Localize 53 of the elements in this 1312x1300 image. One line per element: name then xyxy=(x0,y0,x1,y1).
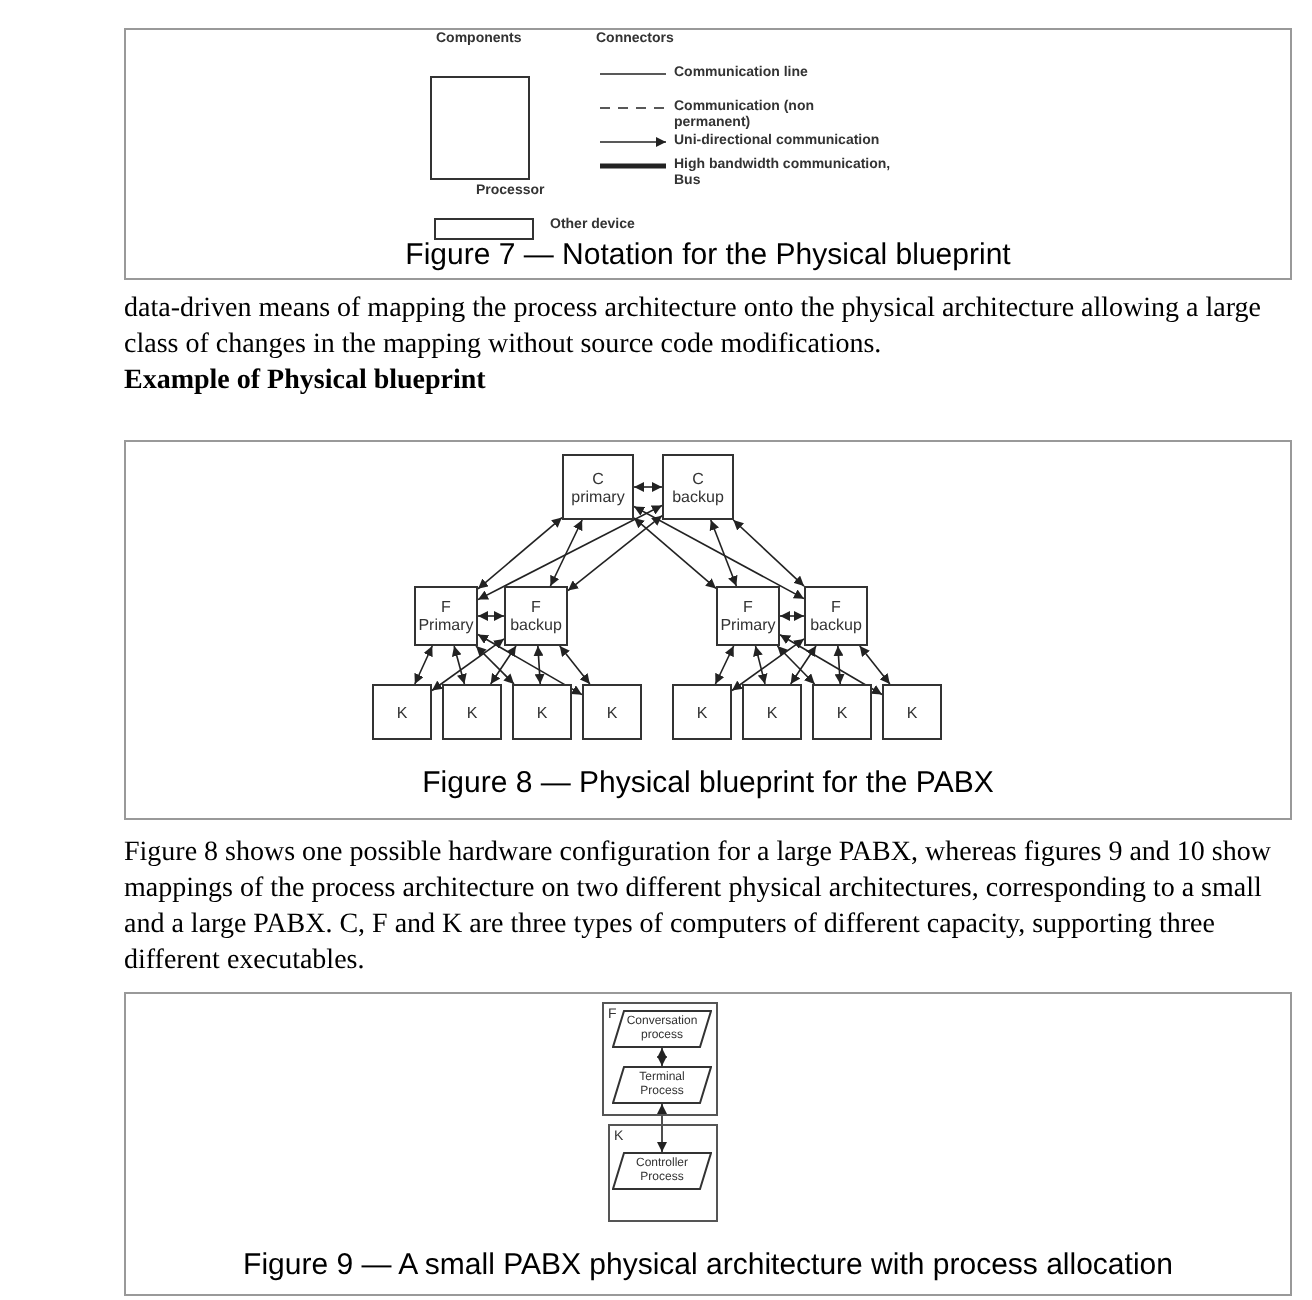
arrow xyxy=(451,645,467,685)
arrow xyxy=(779,633,883,696)
arrow xyxy=(714,645,735,685)
computer-box: K xyxy=(512,684,572,740)
computer-box: C primary xyxy=(562,454,634,520)
arrow xyxy=(477,504,663,601)
arrow xyxy=(789,645,817,685)
computer-box: F Primary xyxy=(716,586,780,646)
arrow xyxy=(657,1103,667,1153)
computer-box: F Primary xyxy=(414,586,478,646)
device-box xyxy=(430,76,530,180)
arrow xyxy=(732,519,805,587)
computer-box: K xyxy=(672,684,732,740)
section-heading: Example of Physical blueprint xyxy=(124,364,486,400)
body-paragraph: Figure 8 shows one possible hardware configuration for a large PABX, whereas figures 9 and 10 show mappings of the process architecture on two different physical architectures, corresponding to a small and a large PABX. C, F and K are three types of computers of different capacity, supporting three different executables. xyxy=(124,836,1273,980)
container-box xyxy=(608,1124,718,1222)
arrow xyxy=(709,519,738,587)
body-paragraph: data-driven means of mapping the process architecture onto the physical architecture allowing a large class of changes in the mapping without source code modifications. xyxy=(124,292,1263,364)
container-box xyxy=(602,1002,718,1116)
arrow xyxy=(753,645,768,685)
arrow xyxy=(549,519,583,587)
arrow xyxy=(414,645,434,685)
arrow xyxy=(558,645,591,685)
arrow xyxy=(833,645,845,685)
computer-box: K xyxy=(812,684,872,740)
arrow xyxy=(779,611,805,621)
arrow xyxy=(776,645,816,685)
arrow xyxy=(489,645,517,685)
arrow xyxy=(567,514,663,592)
computer-box: K xyxy=(742,684,802,740)
figure-caption: Figure 7 — Notation for the Physical blueprint xyxy=(403,238,1013,272)
computer-box: K xyxy=(372,684,432,740)
arrow xyxy=(633,517,717,590)
arrow xyxy=(731,638,805,692)
computer-box: C backup xyxy=(662,454,734,520)
arrow xyxy=(475,645,515,685)
computer-box: F backup xyxy=(504,586,568,646)
arrow xyxy=(477,611,505,621)
arrow xyxy=(633,505,805,600)
computer-box: K xyxy=(442,684,502,740)
arrow xyxy=(657,1047,667,1067)
arrow xyxy=(633,482,663,492)
arrow xyxy=(431,638,505,692)
computer-box: F backup xyxy=(804,586,868,646)
arrow xyxy=(533,645,545,685)
computer-box: K xyxy=(582,684,642,740)
device-box xyxy=(434,218,534,240)
arrow xyxy=(858,645,891,685)
arrow xyxy=(477,516,563,590)
arrow xyxy=(477,633,583,696)
figure-caption: Figure 8 — Physical blueprint for the PABX xyxy=(420,766,996,800)
computer-box: K xyxy=(882,684,942,740)
figure-caption: Figure 9 — A small PABX physical architecture with process allocation xyxy=(241,1248,1175,1282)
